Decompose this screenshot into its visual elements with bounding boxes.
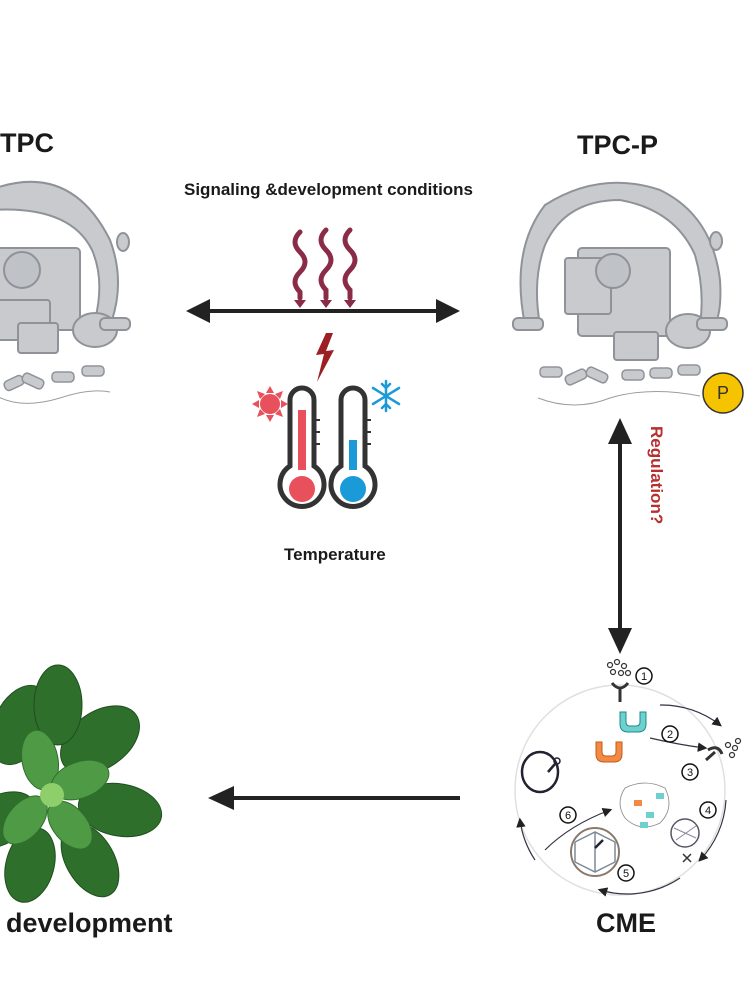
vesicle-icon [520,750,561,794]
receptor-ligand-icon [606,658,632,702]
phospho-label: P [717,383,729,403]
development-label: development [6,908,173,938]
cold-thermometer-icon [328,385,378,509]
tpc-label: TPC [0,128,54,158]
tpc-p-label: TPC-P [577,130,658,160]
phospho-badge [702,372,744,414]
cme-step-3: 3 [687,767,693,779]
clathrin-coated-vesicle-icon [570,827,620,877]
signaling-label: Signaling &development conditions [184,180,474,199]
cme-step-4: 4 [705,805,711,817]
cme-to-development-arrow [208,786,460,810]
heat-waves-icon [292,227,358,301]
tpc-p-complex-icon [512,181,728,406]
temperature-label: Temperature [284,545,386,564]
lightning-icon [316,333,334,382]
cme-label: CME [596,908,656,938]
cme-step-5: 5 [623,868,629,880]
cme-step-1: 1 [641,671,647,683]
hot-thermometer-icon [277,385,327,509]
cme-step-2: 2 [667,729,673,741]
snowflake-icon [371,379,401,413]
sun-icon [252,386,288,422]
regulation-arrow [608,418,632,654]
cme-cycle-diagram [514,658,742,897]
tpc-complex-icon [0,180,131,404]
reversible-arrow [186,299,460,323]
plant-rosette-icon [0,664,163,903]
cme-step-6: 6 [565,810,571,822]
